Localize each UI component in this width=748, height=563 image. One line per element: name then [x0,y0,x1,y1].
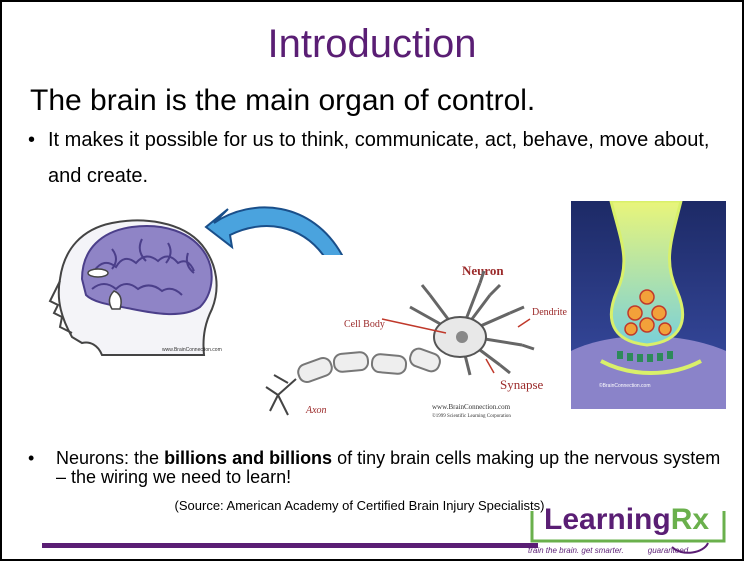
neuron-credit: www.BrainConnection.com [432,403,511,411]
neuron-diagram: Neuron Dendrite Cell Body Synapse Axon w… [260,255,580,435]
bullet-dot: • [28,449,34,468]
synapse-illustration: ©BrainConnection.com [571,201,726,409]
logo-tagline: train the brain. get smarter.guaranteed. [528,546,690,555]
cell-body-label: Cell Body [344,319,385,330]
slide-title: Introduction [2,22,742,67]
dendrite-label: Dendrite [532,307,568,318]
bullet-2-emphasis: billions and billions [164,448,332,468]
footer-divider [42,543,538,548]
neuron-credit-year: ©1999 Scientific Learning Corporation [432,413,511,419]
synapse-label: Synapse [500,377,544,392]
axon-label: Axon [305,405,327,416]
bullet-point-2: • Neurons: the billions and billions of … [28,449,728,487]
bullet-dot: • [28,122,35,158]
bullet-2-start: Neurons: the [56,448,164,468]
learningrx-logo: LearningRx train the brain. get smarter.… [524,501,734,559]
bullet-text: Neurons: the billions and billions of ti… [28,449,728,487]
synapse-credit: ©BrainConnection.com [599,382,651,389]
logo-wordmark: LearningRx [544,503,709,537]
brain-head-credit: www.BrainConnection.com [162,347,222,353]
bullet-point-1: • It makes it possible for us to think, … [28,122,718,194]
bullet-text: It makes it possible for us to think, co… [28,122,718,194]
slide-subtitle: The brain is the main organ of control. [30,84,535,118]
